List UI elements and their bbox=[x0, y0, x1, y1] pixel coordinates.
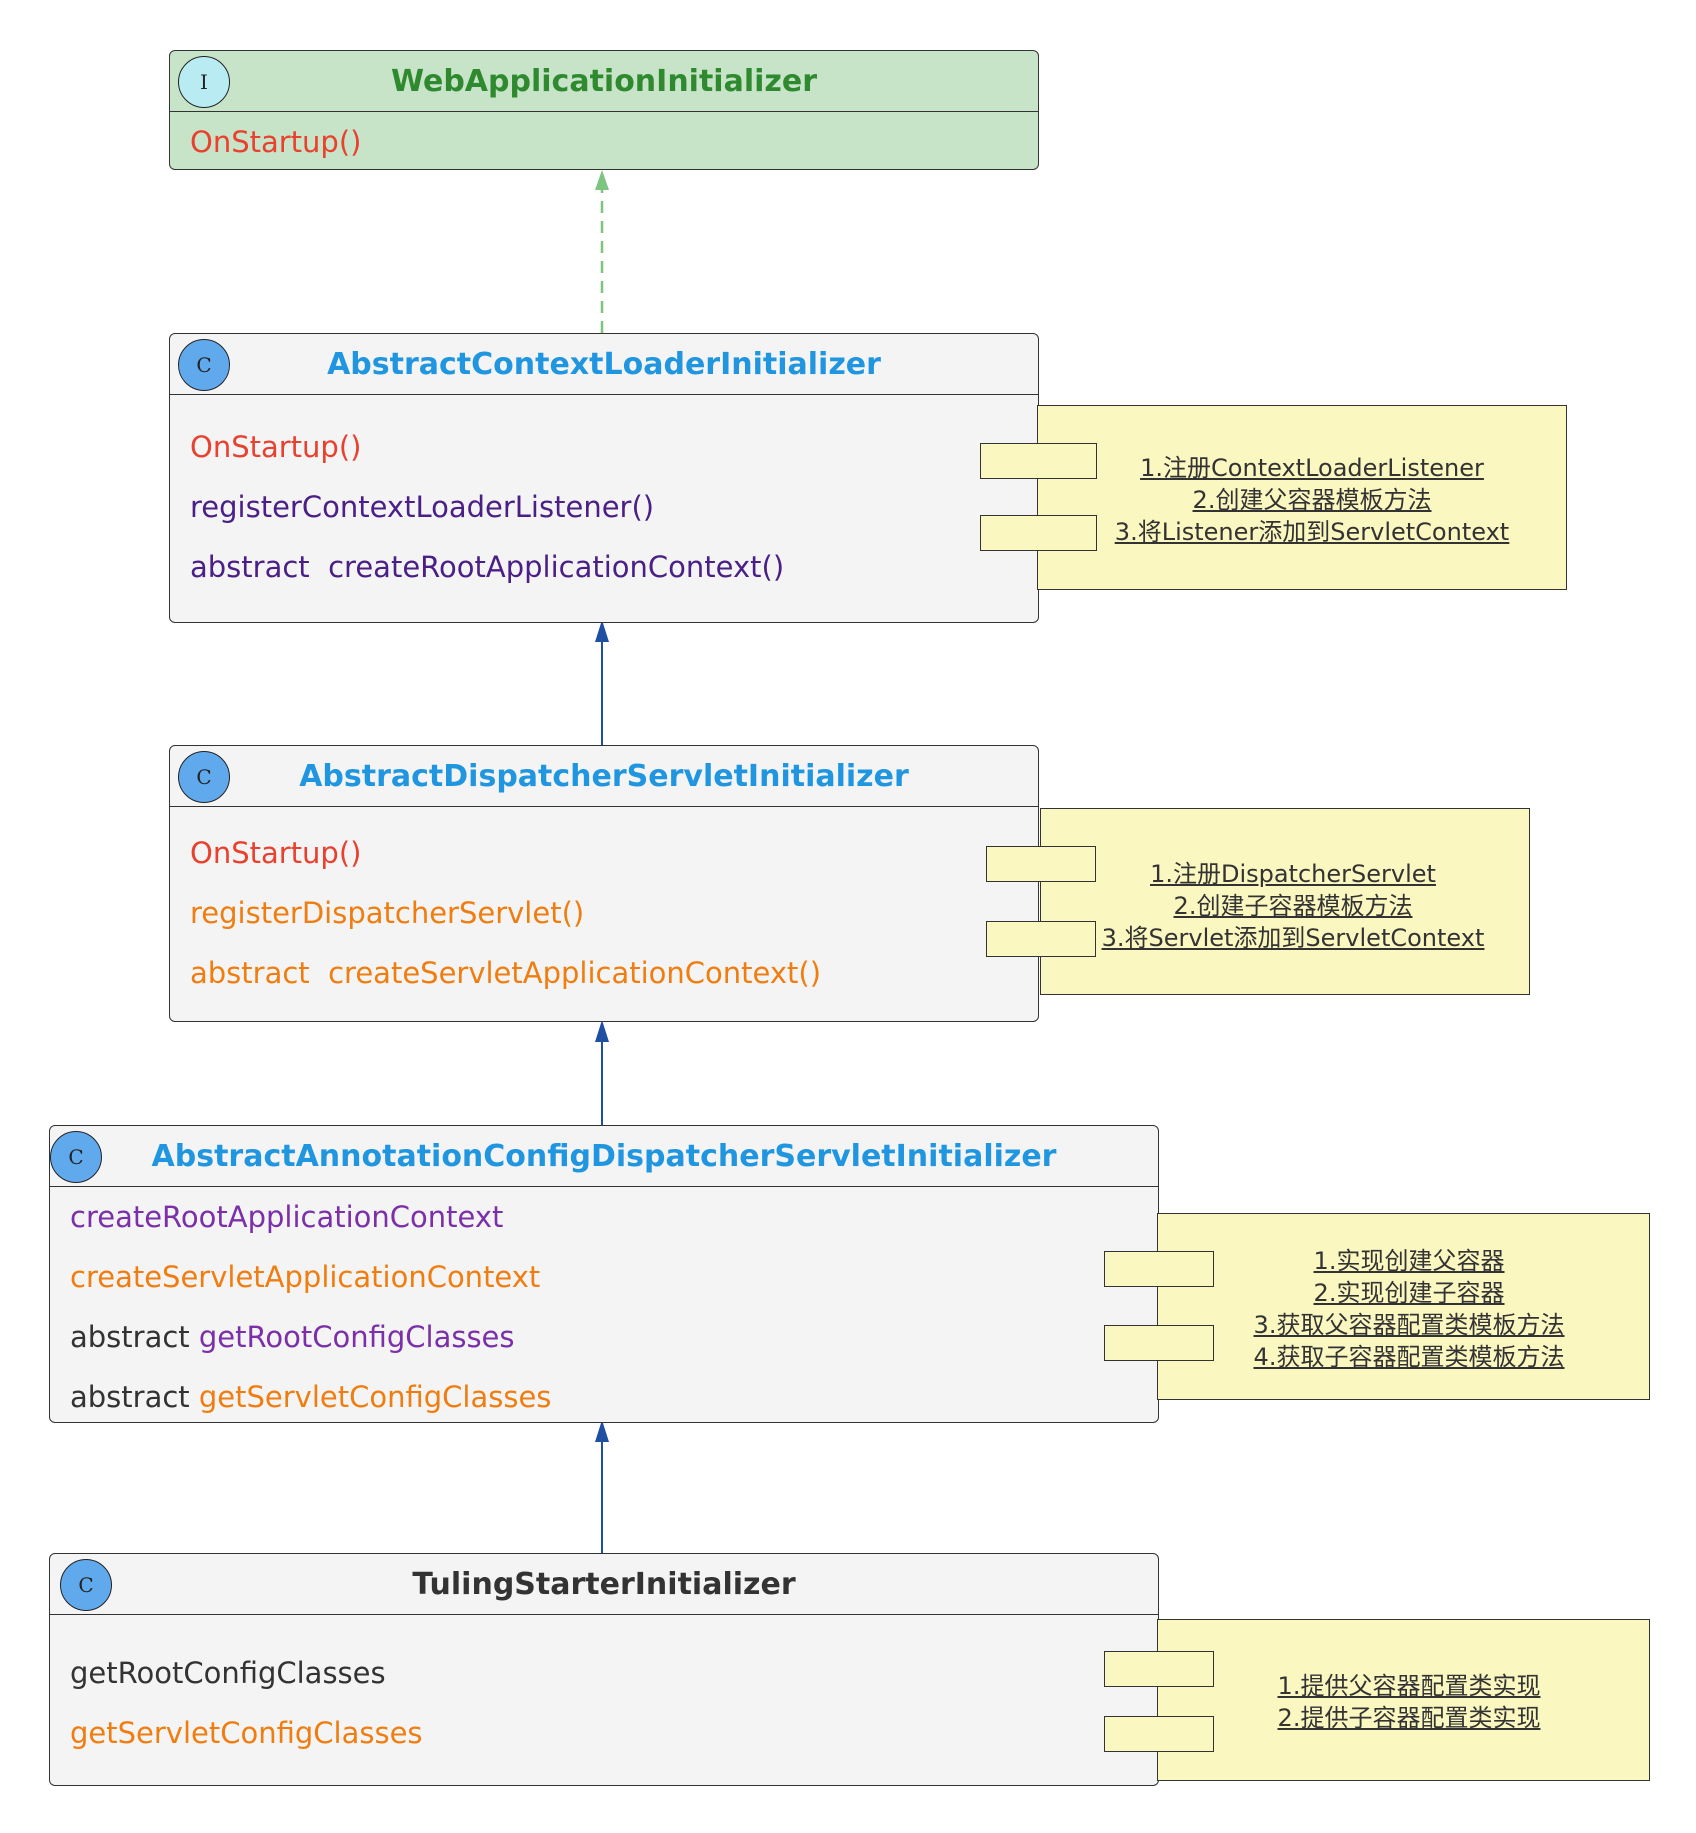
method-name: registerContextLoaderListener() bbox=[190, 490, 655, 524]
method-name: getServletConfigClasses bbox=[70, 1716, 423, 1750]
note-tab-icon bbox=[1104, 1716, 1214, 1752]
class-box-tuling-starter-initializer[interactable]: C TulingStarterInitializer getRootConfig… bbox=[49, 1553, 1159, 1786]
note-annotation-config bbox=[1157, 1213, 1650, 1400]
note-tab-icon bbox=[1104, 1325, 1214, 1361]
class-title: AbstractAnnotationConfigDispatcherServle… bbox=[151, 1138, 1057, 1174]
note-line: 1.注册DispatcherServlet bbox=[1150, 860, 1436, 888]
inheritance-arrowhead-2 bbox=[595, 1020, 609, 1042]
method-row: OnStartup() bbox=[190, 112, 1038, 169]
note-tab-icon bbox=[986, 921, 1096, 957]
method-row: OnStartup() bbox=[190, 823, 1038, 883]
note-line: 2.实现创建子容器 bbox=[1313, 1279, 1505, 1307]
method-name: abstract bbox=[70, 1380, 199, 1414]
note-tuling-starter bbox=[1157, 1619, 1650, 1781]
realization-arrowhead bbox=[595, 170, 609, 190]
class-box-abstract-annotation-config-dispatcher-servlet-initializer[interactable]: C AbstractAnnotationConfigDispatcherServ… bbox=[49, 1125, 1159, 1423]
note-line: 2.创建父容器模板方法 bbox=[1192, 486, 1432, 514]
class-box-abstract-context-loader-initializer[interactable]: C AbstractContextLoaderInitializer OnSta… bbox=[169, 333, 1039, 623]
method-list: OnStartup() registerContextLoaderListene… bbox=[170, 395, 1038, 597]
note-line: 1.注册ContextLoaderListener bbox=[1140, 454, 1484, 482]
class-badge-icon: C bbox=[50, 1131, 102, 1183]
note-line: 3.将Listener添加到ServletContext bbox=[1114, 518, 1510, 546]
method-row: registerDispatcherServlet() bbox=[190, 883, 1038, 943]
method-row: getRootConfigClasses bbox=[70, 1643, 1158, 1703]
note-text: 1.注册ContextLoaderListener 2.创建父容器模板方法 3.将L… bbox=[1097, 452, 1527, 548]
class-title: TulingStarterInitializer bbox=[412, 1566, 796, 1602]
note-line: 2.提供子容器配置类实现 bbox=[1277, 1704, 1541, 1732]
class-header: I WebApplicationInitializer bbox=[170, 51, 1038, 112]
method-name: registerDispatcherServlet() bbox=[190, 896, 585, 930]
note-text: 1.注册DispatcherServlet 2.创建子容器模板方法 3.将Servl… bbox=[1093, 858, 1493, 954]
inheritance-arrowhead-1 bbox=[595, 620, 609, 642]
note-tab-icon bbox=[980, 515, 1097, 551]
note-line: 2.创建子容器模板方法 bbox=[1173, 892, 1413, 920]
class-header: C AbstractAnnotationConfigDispatcherServ… bbox=[50, 1126, 1158, 1187]
method-row: OnStartup() bbox=[190, 417, 1038, 477]
method-name: abstract createServletApplicationContext… bbox=[190, 956, 822, 990]
class-box-abstract-dispatcher-servlet-initializer[interactable]: C AbstractDispatcherServletInitializer O… bbox=[169, 745, 1039, 1022]
note-line: 4.获取子容器配置类模板方法 bbox=[1253, 1343, 1565, 1371]
method-name: OnStartup() bbox=[190, 836, 362, 870]
method-list: createRootApplicationContext createServl… bbox=[50, 1187, 1158, 1422]
class-header: C AbstractContextLoaderInitializer bbox=[170, 334, 1038, 395]
class-header: C TulingStarterInitializer bbox=[50, 1554, 1158, 1615]
interface-badge-icon: I bbox=[178, 56, 230, 108]
class-badge-icon: C bbox=[178, 339, 230, 391]
class-badge-icon: C bbox=[178, 751, 230, 803]
inheritance-arrowhead-3 bbox=[595, 1420, 609, 1442]
method-name: abstract bbox=[70, 1320, 199, 1354]
class-title: WebApplicationInitializer bbox=[390, 63, 818, 99]
method-row: abstract createRootApplicationContext() bbox=[190, 537, 1038, 597]
note-line: 1.提供父容器配置类实现 bbox=[1277, 1672, 1541, 1700]
note-text: 1.提供父容器配置类实现 2.提供子容器配置类实现 bbox=[1214, 1670, 1604, 1734]
method-list: OnStartup() bbox=[170, 112, 1038, 169]
class-box-web-application-initializer[interactable]: I WebApplicationInitializer OnStartup() bbox=[169, 50, 1039, 170]
note-tab-icon bbox=[1104, 1651, 1214, 1687]
method-name: OnStartup() bbox=[190, 125, 362, 159]
method-name: createRootApplicationContext bbox=[70, 1200, 504, 1234]
method-name: createServletApplicationContext bbox=[70, 1260, 541, 1294]
note-tab-icon bbox=[986, 846, 1096, 882]
note-context-loader bbox=[1037, 405, 1567, 590]
note-line: 3.获取父容器配置类模板方法 bbox=[1253, 1311, 1565, 1339]
class-title: AbstractDispatcherServletInitializer bbox=[299, 758, 909, 794]
method-row: registerContextLoaderListener() bbox=[190, 477, 1038, 537]
note-line: 1.实现创建父容器 bbox=[1313, 1247, 1505, 1275]
method-row: abstract createServletApplicationContext… bbox=[190, 943, 1038, 1003]
class-header: C AbstractDispatcherServletInitializer bbox=[170, 746, 1038, 807]
method-name: getRootConfigClasses bbox=[198, 1320, 515, 1354]
note-text: 1.实现创建父容器 2.实现创建子容器 3.获取父容器配置类模板方法 4.获取子容器配… bbox=[1214, 1245, 1604, 1373]
note-tab-icon bbox=[1104, 1251, 1214, 1287]
method-name: getRootConfigClasses bbox=[70, 1656, 386, 1690]
method-row: getServletConfigClasses bbox=[70, 1703, 1158, 1763]
method-name: OnStartup() bbox=[190, 430, 362, 464]
method-name: abstract createRootApplicationContext() bbox=[190, 550, 785, 584]
method-row: abstract getServletConfigClasses bbox=[70, 1367, 1158, 1422]
method-row: createServletApplicationContext bbox=[70, 1247, 1158, 1307]
class-title: AbstractContextLoaderInitializer bbox=[327, 346, 881, 382]
method-list: getRootConfigClasses getServletConfigCla… bbox=[50, 1615, 1158, 1763]
note-dispatcher-servlet bbox=[1040, 808, 1530, 995]
method-list: OnStartup() registerDispatcherServlet() … bbox=[170, 807, 1038, 1003]
method-row: abstract getRootConfigClasses bbox=[70, 1307, 1158, 1367]
method-name: getServletConfigClasses bbox=[198, 1380, 552, 1414]
note-line: 3.将Servlet添加到ServletContext bbox=[1101, 924, 1485, 952]
method-row: createRootApplicationContext bbox=[70, 1187, 1158, 1247]
note-tab-icon bbox=[980, 443, 1097, 479]
class-badge-icon: C bbox=[60, 1559, 112, 1611]
